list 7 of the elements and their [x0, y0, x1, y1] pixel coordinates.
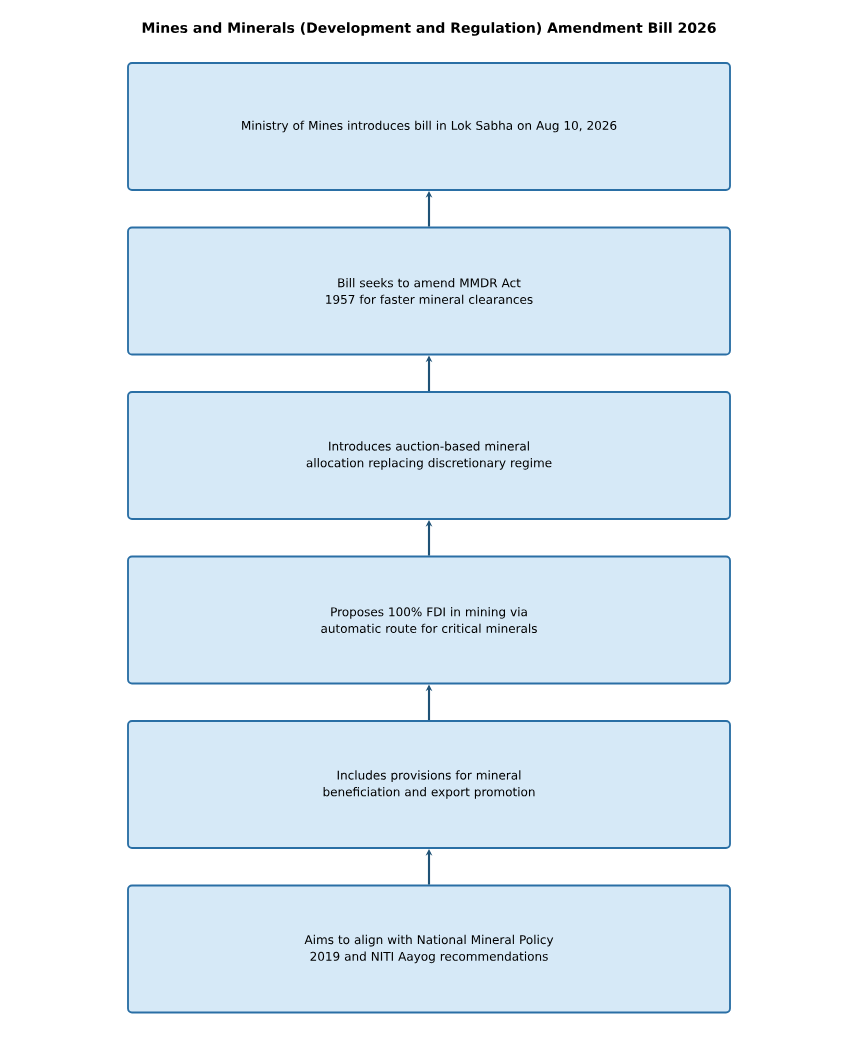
process-box: Includes provisions for mineral beneficiation and export promotion [127, 720, 731, 849]
title: Mines and Minerals (Development and Regulation) Amendment Bill 2026 [142, 22, 716, 36]
process-box: Bill seeks to amend MMDR Act 1957 for faster mineral clearances [127, 226, 731, 356]
process-box: Proposes 100% FDI in mining via automatic route for critical minerals [127, 555, 731, 685]
process-box: Introduces auction-based mineral allocation replacing discretionary regime [127, 391, 731, 520]
process-box: Ministry of Mines introduces bill in Lok Sabha on Aug 10, 2026 [127, 62, 731, 191]
process-box: Aims to align with National Mineral Policy 2019 and NITI Aayog recommendations [127, 884, 731, 1014]
